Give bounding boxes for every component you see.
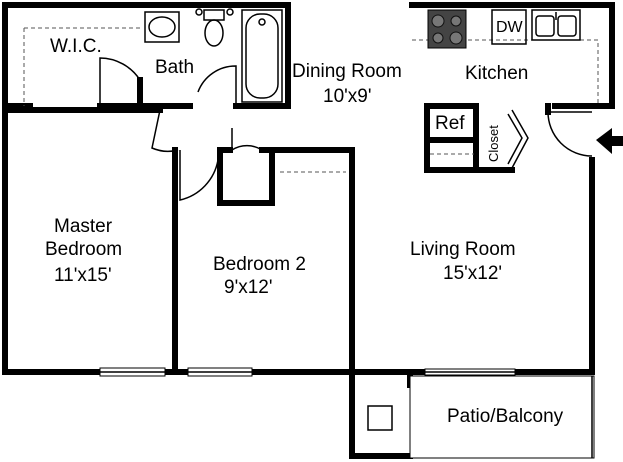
windows <box>99 367 595 459</box>
top-wall-right <box>409 2 615 109</box>
walls <box>2 2 615 459</box>
bed2-closet-door[interactable] <box>231 128 263 151</box>
sink-icon <box>144 11 180 43</box>
bath-label: Bath <box>155 57 194 78</box>
master-door[interactable] <box>151 109 179 153</box>
toilet-icon <box>195 8 234 47</box>
bed2-size: 9'x12' <box>224 277 272 298</box>
wic-door[interactable] <box>99 57 141 106</box>
dining-size: 10'x9' <box>323 86 371 107</box>
bath-door[interactable] <box>197 65 237 106</box>
master-size: 11'x15' <box>54 265 112 286</box>
closet-bifold[interactable] <box>511 109 529 169</box>
dashed-guides <box>23 27 599 173</box>
dw-label: DW <box>496 19 524 36</box>
dining-label: Dining Room <box>292 61 402 82</box>
patio-storage <box>367 405 393 431</box>
kitchen-label: Kitchen <box>465 63 528 84</box>
fixtures <box>144 8 581 431</box>
entry-arrow-icon <box>596 128 623 154</box>
labels: W.I.C. Bath Dining Room 10'x9' Kitchen D… <box>45 19 564 427</box>
bathtub-icon <box>241 9 283 103</box>
kitchen-counter <box>412 39 599 106</box>
patio-label: Patio/Balcony <box>447 406 564 427</box>
living-label: Living Room <box>410 239 516 260</box>
patio-wall <box>349 369 413 459</box>
closet-block <box>473 103 515 173</box>
closet-label: Closet <box>486 125 501 162</box>
bed2-door[interactable] <box>179 150 219 201</box>
top-wall-left <box>2 2 291 109</box>
wic-bath-divider <box>97 77 153 109</box>
living-size: 15'x12' <box>443 263 502 284</box>
closet-bifold-inner <box>507 113 523 165</box>
dishwasher-box <box>491 9 527 45</box>
master-label-1: Master <box>54 216 113 237</box>
entry-door[interactable] <box>547 111 593 157</box>
kitchen-sink-icon <box>531 9 581 41</box>
stove-icon <box>427 9 467 49</box>
wic-shelf <box>23 27 140 106</box>
doors <box>99 57 593 442</box>
patio-railing <box>409 375 595 459</box>
wic-label: W.I.C. <box>50 36 102 57</box>
bed2-closet <box>217 147 275 206</box>
bed2-label: Bedroom 2 <box>213 254 306 275</box>
ref-label: Ref <box>435 113 465 134</box>
master-label-2: Bedroom <box>45 239 122 260</box>
